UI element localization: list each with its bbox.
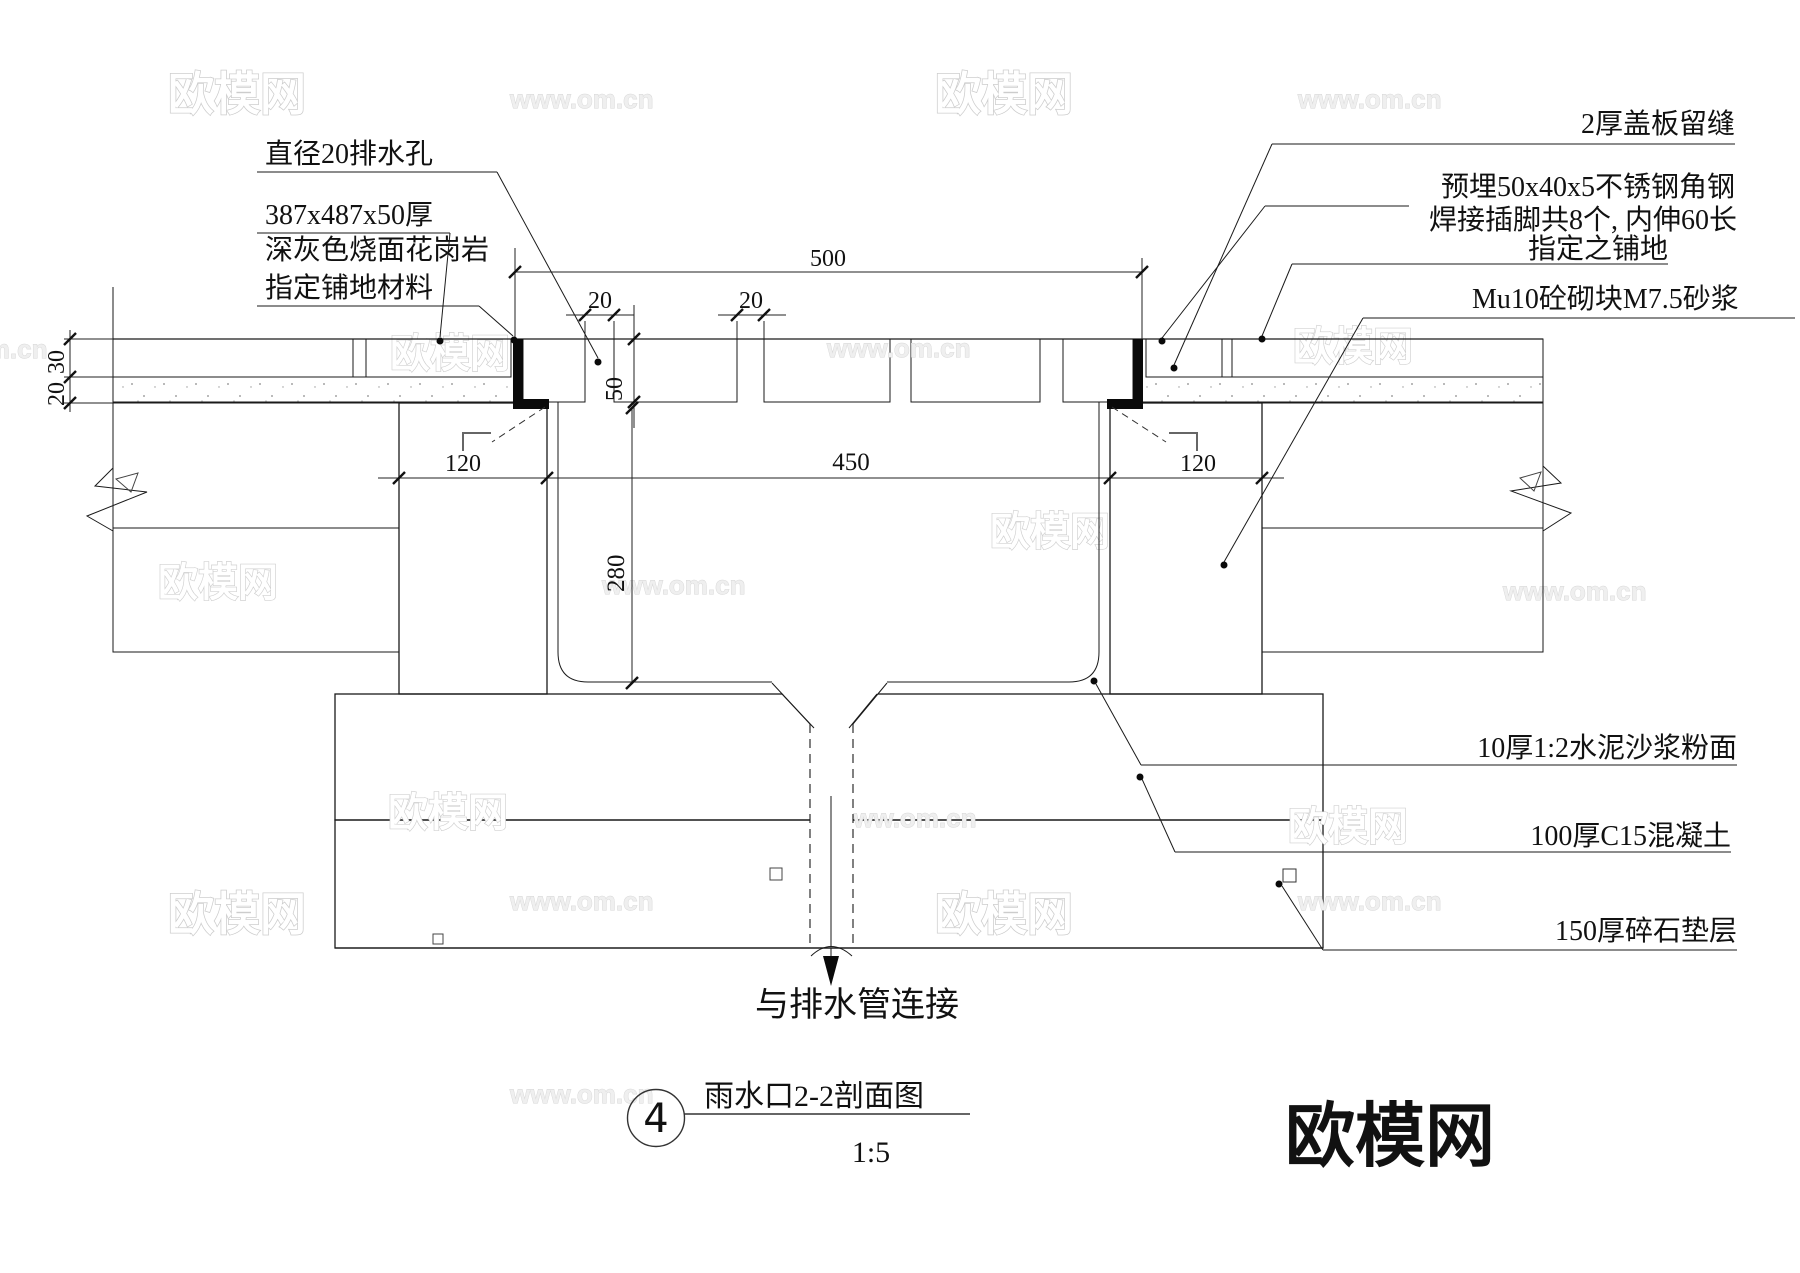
watermark-brand: 欧模网 xyxy=(388,791,508,835)
watermark-brand: 欧模网 xyxy=(990,510,1110,554)
down-arrow-icon xyxy=(823,956,839,986)
note-text: 100厚C15混凝土 xyxy=(1530,820,1731,852)
break-line-right xyxy=(1509,465,1573,532)
note-text: 深灰色烧面花岗岩 xyxy=(265,234,489,266)
dim-row-478: 120 450 120 xyxy=(378,449,1284,485)
note-text: 387x487x50厚 xyxy=(265,200,433,231)
left-block-wall xyxy=(398,402,548,695)
watermark-site: www.om.cn xyxy=(1297,84,1442,114)
watermark-site: www.om.cn xyxy=(509,84,654,114)
dim-text-120-right: 120 xyxy=(1180,451,1216,477)
detail-number: 4 xyxy=(643,1096,668,1142)
note-drain-hole: 直径20排水孔 xyxy=(257,138,602,366)
right-paving-plate xyxy=(1145,338,1223,378)
note-pipe-connection: 与排水管连接 xyxy=(755,948,959,1024)
dim-20-gap1: 20 xyxy=(566,288,634,339)
note-concrete: 100厚C15混凝土 xyxy=(1136,773,1731,853)
texture-square xyxy=(769,867,783,881)
note-text: 2厚盖板留缝 xyxy=(1581,108,1735,140)
dim-text-450: 450 xyxy=(832,449,870,476)
note-text: 指定之铺地 xyxy=(1528,233,1668,265)
dim-text-120-left: 120 xyxy=(445,451,481,477)
drawing-scale: 1:5 xyxy=(852,1136,890,1169)
dim-50: 50 xyxy=(602,305,641,428)
watermark-brand: 欧模网 xyxy=(935,888,1073,940)
note-text: 预埋50x40x5不锈钢角钢 xyxy=(1441,171,1735,203)
dim-text-50: 50 xyxy=(602,377,628,401)
dim-text-280: 280 xyxy=(603,555,630,593)
note-text: Mu10砼砌块M7.5砂浆 xyxy=(1472,283,1739,315)
watermark-layer: 欧模网 www.om.cn 欧模网 www.om.cn www.om.cn xyxy=(0,67,1442,364)
section-linework xyxy=(85,287,1573,957)
watermark-brand: 欧模网 xyxy=(1288,805,1408,849)
watermark-site: www.om.cn xyxy=(0,334,48,364)
right-ground-gravel xyxy=(1261,527,1544,653)
pipe-end-arc xyxy=(810,946,853,957)
right-mortar-bed xyxy=(1146,377,1543,403)
note-text: 与排水管连接 xyxy=(755,986,959,1024)
angle-steel-right xyxy=(1107,339,1143,409)
dim-left-layers: 30 20 xyxy=(44,330,113,412)
dimensions: 500 20 20 50 xyxy=(44,246,1284,690)
left-paving-plate xyxy=(112,338,354,378)
dim-text-20: 20 xyxy=(739,288,763,314)
anchor-tab-left xyxy=(462,406,546,451)
note-text: 150厚碎石垫层 xyxy=(1555,915,1737,947)
note-text: 直径20排水孔 xyxy=(265,138,433,170)
watermark-brand: 欧模网 xyxy=(935,68,1073,120)
angle-steel-left xyxy=(513,339,549,409)
texture-square xyxy=(432,933,444,945)
anchor-tab-right xyxy=(1111,406,1198,451)
break-line-left xyxy=(85,467,148,532)
watermark-brand: 欧模网 xyxy=(1293,325,1413,369)
watermark-site: www.om.cn xyxy=(826,333,971,363)
dim-280: 280 xyxy=(603,401,639,690)
dim-20-gap2: 20 xyxy=(718,288,786,339)
note-cover-gap: 2厚盖板留缝 xyxy=(1170,108,1735,372)
drain-funnel-and-pipe xyxy=(335,682,1323,957)
detail-number-bubble xyxy=(626,1088,686,1148)
note-gravel: 150厚碎石垫层 xyxy=(1275,868,1737,951)
dim-500: 500 xyxy=(508,246,1149,339)
note-text: 10厚1:2水泥沙浆粉面 xyxy=(1477,732,1737,764)
note-text: 指定铺地材料 xyxy=(265,272,433,304)
break-triangle xyxy=(114,472,139,493)
note-block-wall: Mu10砼砌块M7.5砂浆 xyxy=(1220,283,1795,569)
right-block-wall xyxy=(1109,402,1263,695)
drawing-title: 雨水口2-2剖面图 xyxy=(704,1080,924,1113)
dim-text-20: 20 xyxy=(588,288,612,314)
note-paving: 指定之铺地 xyxy=(1258,233,1668,343)
note-plaster: 10厚1:2水泥沙浆粉面 xyxy=(1090,677,1737,766)
watermark-site: www.om.cn xyxy=(832,803,977,833)
left-ground-concrete xyxy=(112,402,400,529)
break-triangle xyxy=(1519,471,1542,492)
watermark-site: www.om.cn xyxy=(601,570,746,600)
watermark-brand: 欧模网 xyxy=(158,561,278,605)
dim-text-20v: 20 xyxy=(44,382,70,406)
watermark-site: www.om.cn xyxy=(509,1079,654,1109)
note-granite: 387x487x50厚 深灰色烧面花岗岩 指定铺地材料 xyxy=(257,200,518,345)
watermark-brand: 欧模网 xyxy=(168,888,306,940)
watermark-layer-mid: 欧模网 www.om.cn 欧模网 欧模网 www.om.cn 欧模网 www.… xyxy=(157,324,1647,1109)
left-mortar-bed xyxy=(113,377,513,403)
dim-text-30: 30 xyxy=(44,350,70,374)
chamber-plaster-lining xyxy=(557,402,1100,683)
watermark-site: www.om.cn xyxy=(1502,576,1647,606)
note-angle-steel: 预埋50x40x5不锈钢角钢 焊接插脚共8个, 内伸60长 xyxy=(1158,171,1737,345)
note-text: 焊接插脚共8个, 内伸60长 xyxy=(1429,204,1737,236)
dim-text-500: 500 xyxy=(810,246,846,272)
site-logo: 欧模网 xyxy=(1285,1097,1495,1175)
watermark-site: www.om.cn xyxy=(1297,886,1442,916)
title-block: 4 雨水口2-2剖面图 1:5 xyxy=(626,1080,970,1169)
watermark-site: www.om.cn xyxy=(509,886,654,916)
watermark-brand: 欧模网 xyxy=(168,68,306,120)
annotations: 直径20排水孔 387x487x50厚 深灰色烧面花岗岩 指定铺地材料 2厚盖板… xyxy=(257,108,1795,1024)
